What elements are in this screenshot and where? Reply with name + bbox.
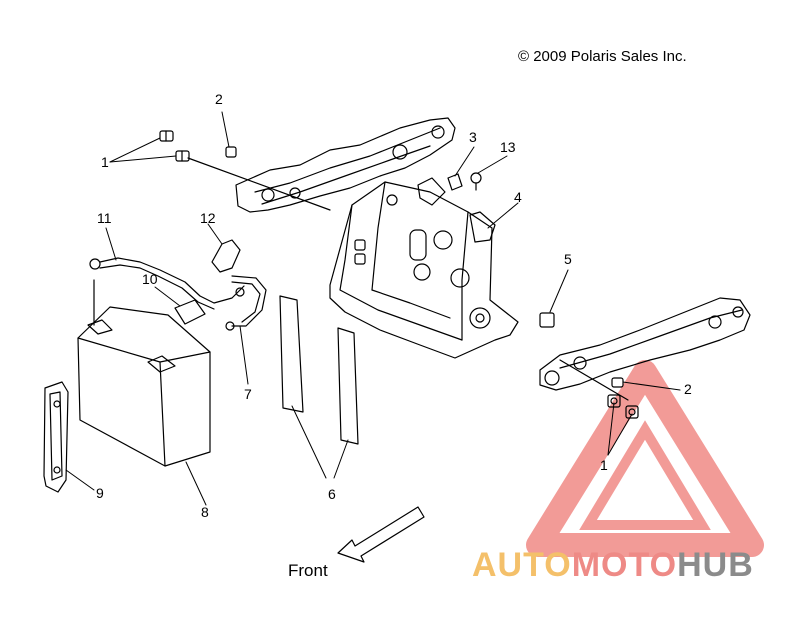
terminal-boot-12 [211, 239, 241, 273]
callout-2-top: 2 [215, 91, 223, 107]
battery-8 [77, 279, 211, 467]
bolt-top-a [159, 130, 174, 142]
frame-rail-upper [235, 117, 456, 213]
callout-6: 6 [328, 486, 336, 502]
pin-right [611, 377, 624, 388]
leader-lines [65, 111, 681, 506]
callout-4: 4 [514, 189, 522, 205]
callout-13: 13 [500, 139, 516, 155]
battery-cable-7 [225, 275, 267, 331]
front-label: Front [288, 561, 328, 580]
watermark-triangle-icon [526, 360, 764, 557]
connector-10 [174, 299, 206, 325]
callout-11: 11 [97, 210, 112, 226]
bolt-top-b [175, 150, 190, 162]
frame-rail-lower [539, 297, 751, 391]
pad-6b [337, 327, 359, 445]
pad-6a [279, 295, 304, 413]
battery-box [329, 177, 519, 359]
bolt-right-b [625, 405, 639, 419]
callout-1-right: 1 [600, 457, 608, 473]
callout-1-top: 1 [101, 154, 109, 170]
watermark-logo: AUTOMOTOHUB [472, 546, 754, 585]
clip-5 [539, 312, 555, 328]
copyright-text: © 2009 Polaris Sales Inc. [518, 48, 687, 65]
callout-9: 9 [96, 485, 104, 501]
pin-line-bottom [559, 359, 629, 401]
screw-13 [470, 172, 482, 191]
pin-top [225, 146, 237, 158]
callout-8: 8 [201, 504, 209, 520]
callout-3: 3 [469, 129, 477, 145]
watermark-hub: HUB [677, 546, 754, 584]
callout-10: 10 [142, 271, 158, 287]
callout-12: 12 [200, 210, 216, 226]
callout-2-right: 2 [684, 381, 692, 397]
front-arrow-icon [337, 506, 425, 563]
callout-5: 5 [564, 251, 572, 267]
clip-3 [447, 173, 463, 191]
watermark-auto: AUTO [472, 546, 572, 584]
battery-cable-11 [89, 257, 245, 310]
hold-down-strap-9 [43, 381, 69, 493]
pin-line-top [187, 157, 331, 211]
watermark-moto: MOTO [571, 546, 678, 584]
callout-7: 7 [244, 386, 252, 402]
